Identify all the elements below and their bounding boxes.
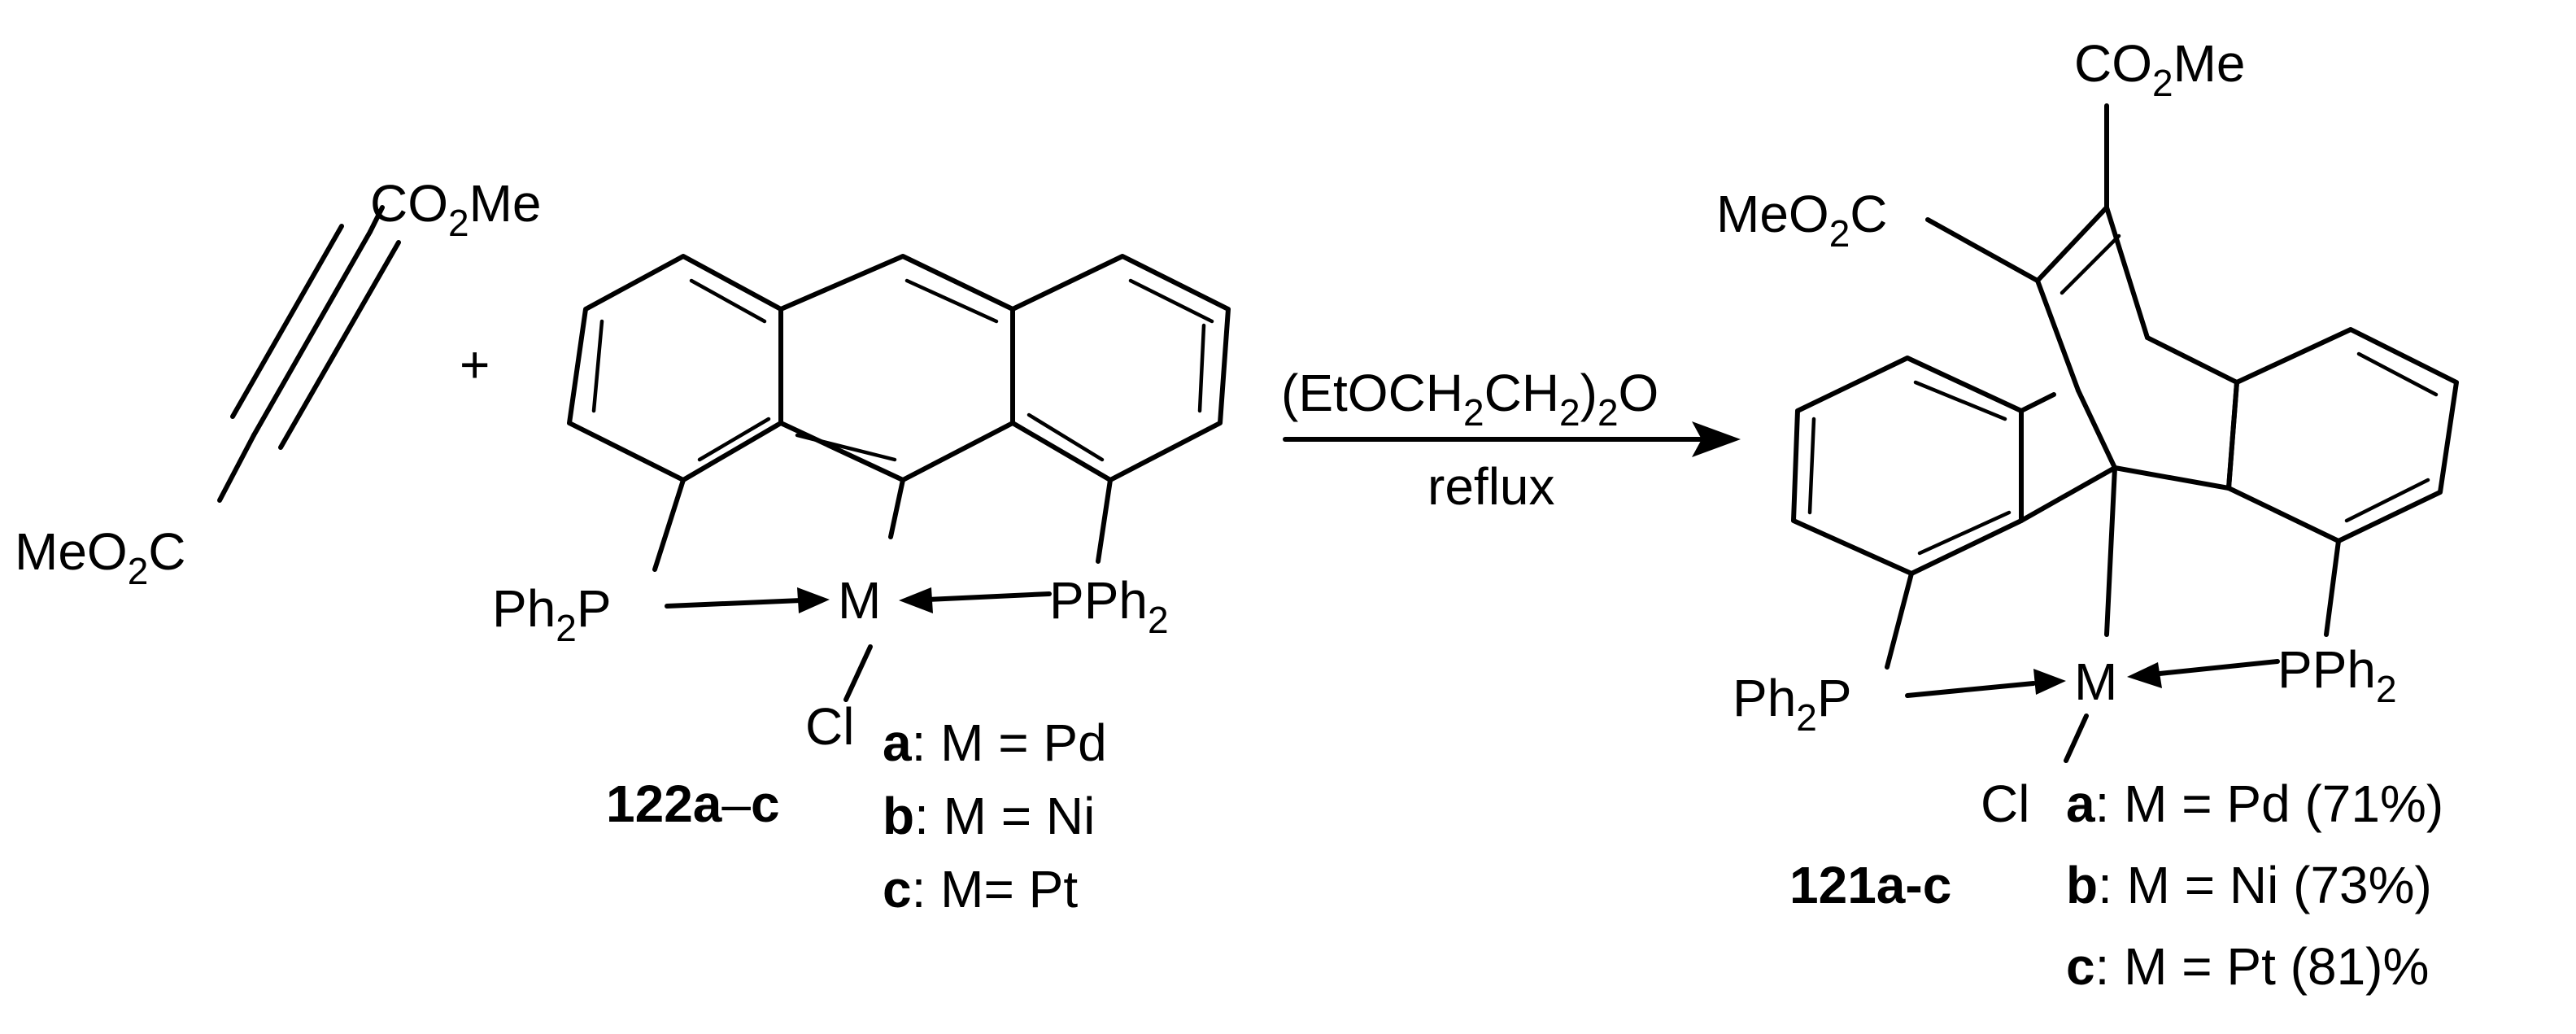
left-ring-inner-3 — [697, 417, 771, 462]
right-dative-arrow — [925, 591, 1052, 602]
alkyne-top-group: CO2Me — [370, 174, 542, 244]
product-left-inner-1 — [1807, 417, 1816, 515]
bridge-right — [2104, 205, 2150, 340]
alkyne-bond-2 — [230, 224, 344, 419]
compound-121-id: 121a-c — [1789, 856, 1951, 914]
m-cl-bond — [843, 644, 873, 702]
cage-top — [2145, 335, 2239, 385]
alkyne-top-stub — [368, 205, 385, 234]
middle-ring — [778, 254, 1015, 482]
product-left-group: MeO2C — [1716, 185, 1888, 255]
left-ring-inner-2 — [689, 278, 767, 324]
alkyne-reagent: CO2Me MeO2C — [15, 174, 542, 592]
product-right-ligand: PPh2 — [2277, 640, 2397, 710]
product-left-p-bond — [1885, 571, 1914, 670]
left-ligand-label: Ph2P — [492, 579, 612, 649]
right-ring-inner-3 — [1026, 412, 1105, 462]
alkyne-bottom-stub — [217, 433, 256, 503]
variant-a-121: a: M = Pd (71%) — [2066, 774, 2443, 833]
solvent-label: (EtOCH2CH2)2O — [1281, 364, 1658, 434]
product-left-ligand: Ph2P — [1733, 669, 1852, 739]
compound-122-id: 122a–c — [606, 774, 780, 833]
product-left-inner-3 — [1917, 510, 2012, 556]
variant-b-121: b: M = Ni (73%) — [2066, 856, 2432, 914]
reaction-arrowhead — [1692, 421, 1741, 457]
anthracene-complex: Ph2P M PPh2 Cl 122a–c a: M = Pd b: M = N… — [492, 254, 1231, 918]
product-complex: CO2Me MeO2C Ph2P M PPh2 Cl 121a-c a: M =… — [1716, 34, 2459, 996]
alkyne-bond-1 — [251, 229, 373, 438]
right-ligand-label: PPh2 — [1049, 571, 1169, 641]
bridge-left-down — [2076, 388, 2117, 470]
right-dative-arrowhead — [899, 587, 933, 613]
product-left-ring — [1791, 356, 2024, 576]
left-dative-arrowhead — [797, 587, 830, 613]
left-ring-inner-1 — [591, 319, 604, 413]
central-to-cage — [2112, 465, 2231, 491]
ring-bridge-bottom — [2019, 465, 2117, 523]
product-right-p-bond — [2324, 539, 2341, 637]
left-ring — [567, 254, 783, 482]
right-ring — [1010, 254, 1231, 482]
alkene-double — [2059, 233, 2121, 295]
condition-label: reflux — [1427, 457, 1555, 516]
variant-c-121: c: M = Pt (81)% — [2066, 937, 2429, 996]
left-ester-bond — [1925, 217, 2040, 283]
product-right-dative — [2157, 659, 2280, 676]
left-p-bond — [652, 478, 686, 572]
right-ring-inner-2 — [1197, 323, 1206, 413]
halide-label: Cl — [805, 697, 854, 756]
variant-a-122: a: M = Pd — [883, 713, 1107, 772]
alkyne-bottom-group: MeO2C — [15, 522, 186, 592]
middle-ring-inner-2 — [795, 433, 897, 462]
product-right-inner-2 — [2344, 478, 2430, 523]
metal-label: M — [838, 571, 881, 630]
product-right-ring — [2226, 327, 2459, 543]
product-metal: M — [2074, 652, 2117, 711]
central-m-bond-product — [2104, 465, 2117, 637]
variant-b-122: b: M = Ni — [883, 787, 1095, 845]
central-m-bond — [888, 478, 905, 539]
product-right-dative-head — [2127, 662, 2162, 688]
product-right-inner-1 — [2356, 351, 2439, 397]
product-left-dative — [1905, 681, 2036, 698]
variant-c-122: c: M= Pt — [883, 860, 1078, 918]
product-top-group: CO2Me — [2074, 34, 2246, 104]
right-p-bond — [1096, 478, 1113, 564]
alkene-bond — [2035, 205, 2109, 283]
ring-bridge-top — [2019, 392, 2056, 413]
plus-sign: + — [460, 335, 490, 394]
alkyne-bond-3 — [278, 240, 401, 450]
reaction-arrow-group: (EtOCH2CH2)2O reflux — [1281, 364, 1741, 516]
middle-ring-inner-1 — [904, 278, 999, 324]
product-left-dative-head — [2033, 669, 2066, 695]
product-m-cl-bond — [2064, 713, 2089, 763]
product-left-inner-2 — [1913, 380, 2007, 421]
left-dative-arrow — [665, 598, 804, 609]
product-halide: Cl — [1981, 774, 2029, 833]
bridge-left-up — [2035, 278, 2081, 393]
right-ring-inner-1 — [1128, 278, 1214, 324]
